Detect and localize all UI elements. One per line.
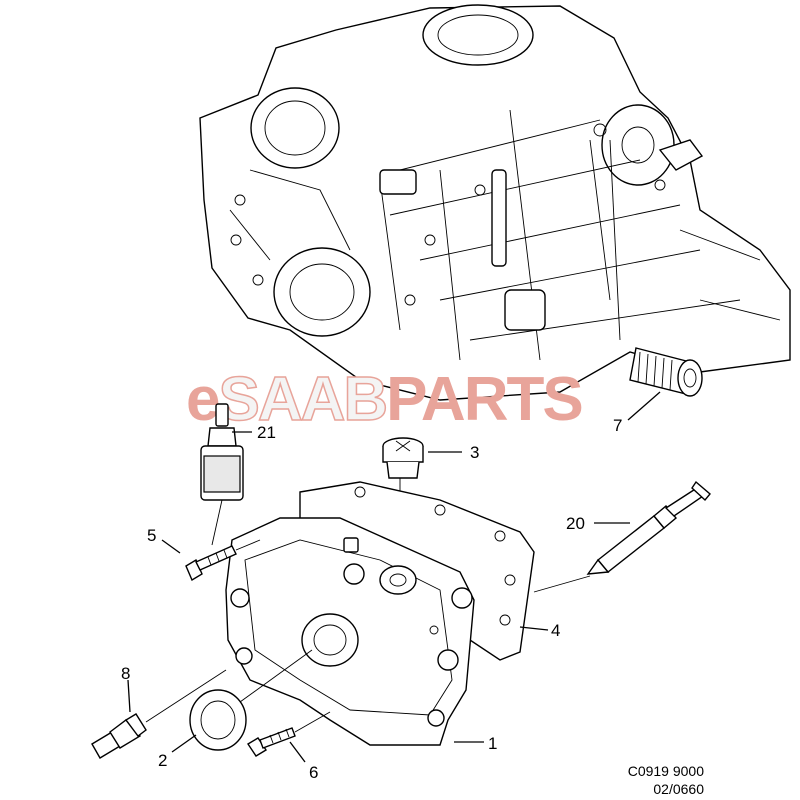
part-sealant-bottle-21 bbox=[200, 403, 252, 546]
part-plug-3 bbox=[382, 437, 462, 572]
callout-6: 6 bbox=[309, 763, 318, 782]
callout-5: 5 bbox=[147, 526, 156, 545]
callout-4: 4 bbox=[551, 621, 560, 640]
callout-2: 2 bbox=[158, 751, 167, 770]
watermark-suffix: PARTS bbox=[386, 365, 582, 434]
callout-3: 3 bbox=[470, 443, 479, 462]
svg-text:eSAABPARTS: eSAABPARTS bbox=[186, 365, 582, 434]
part-strainer-7 bbox=[609, 139, 703, 421]
callout-labels: 1 2 3 4 5 6 7 8 20 21 bbox=[121, 416, 622, 782]
part-sensor-8 bbox=[91, 669, 227, 759]
part-bolt-5 bbox=[161, 539, 261, 582]
part-cover-1 bbox=[225, 517, 484, 746]
callout-21: 21 bbox=[257, 423, 276, 442]
callout-8: 8 bbox=[121, 664, 130, 683]
part-seal-2 bbox=[171, 649, 313, 753]
watermark: eSAABPARTS bbox=[186, 364, 584, 435]
drawing-code: C0919 9000 bbox=[628, 763, 705, 779]
engine-block bbox=[199, 4, 791, 401]
callout-1: 1 bbox=[488, 734, 497, 753]
part-bolt-6 bbox=[247, 711, 331, 763]
part-syringe-20 bbox=[533, 480, 711, 593]
watermark-prefix: e bbox=[186, 365, 219, 434]
drawing-reference: C0919 9000 02/0660 bbox=[628, 763, 705, 797]
drawing-date: 02/0660 bbox=[653, 781, 704, 797]
callout-7: 7 bbox=[613, 416, 622, 435]
callout-20: 20 bbox=[566, 514, 585, 533]
watermark-brand: SAAB bbox=[218, 365, 386, 434]
